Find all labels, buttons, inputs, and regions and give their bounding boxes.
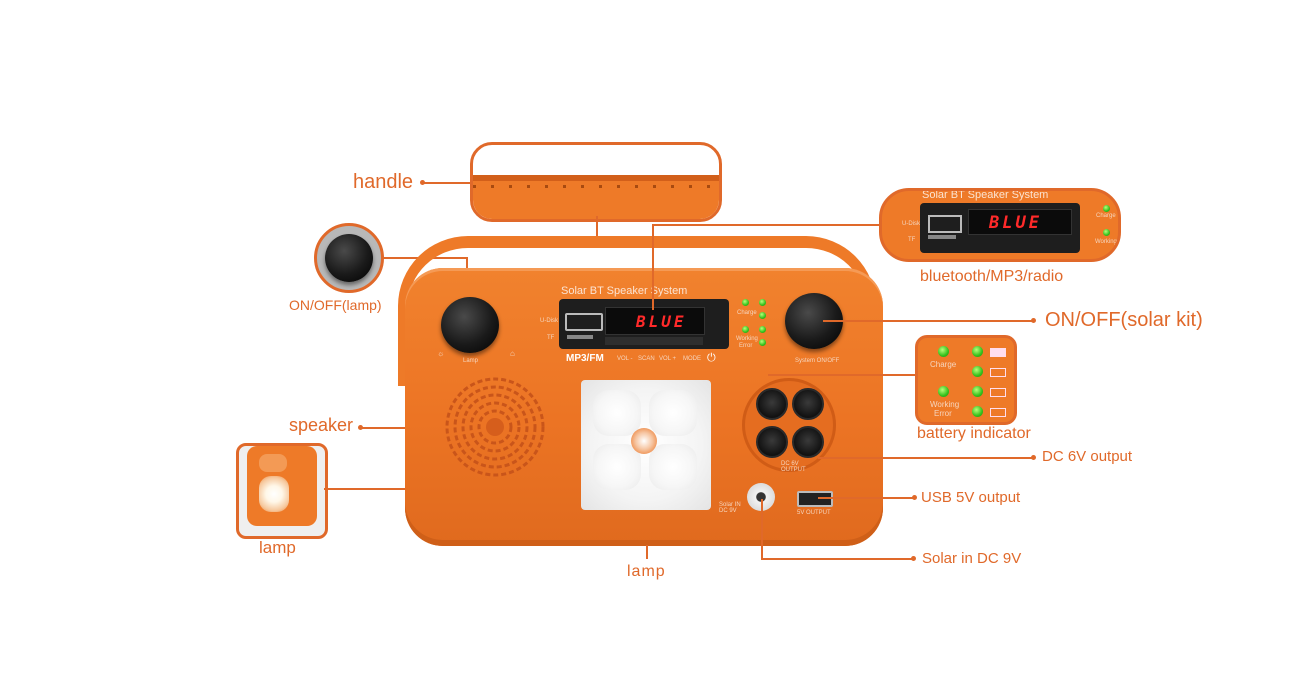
lamp-high-icon: ⌂: [510, 349, 515, 358]
working-led-1: [742, 326, 749, 333]
charge-led-3: [759, 312, 766, 319]
tf-label: TF: [547, 335, 555, 341]
zoom-lcd-text: BLUE: [989, 213, 1042, 233]
lamp-knob-zoom: [314, 223, 384, 293]
solar-in-label: Solar IN DC 9V: [719, 502, 741, 514]
working-led-2: [759, 326, 766, 333]
battery-zoom: Charge Working Error: [915, 335, 1017, 425]
lamp-knob-label: Lamp: [463, 358, 479, 364]
dc-socket-3[interactable]: [756, 426, 788, 458]
vol-plus-label: VOL +: [659, 356, 676, 362]
dc-socket-1[interactable]: [756, 388, 788, 420]
solar-in-callout-label: Solar in DC 9V: [922, 550, 1022, 567]
on-off-solar-label: ON/OFF(solar kit): [1045, 309, 1203, 331]
error-label: Error: [739, 343, 753, 349]
on-off-lamp-label: ON/OFF(lamp): [289, 297, 382, 313]
usb-port[interactable]: [797, 491, 833, 507]
lamp-knob[interactable]: [441, 297, 499, 353]
lcd-text: BLUE: [636, 312, 687, 331]
tf-slot[interactable]: [567, 335, 593, 339]
scan-label: SCAN: [638, 356, 655, 362]
vol-minus-label: VOL -: [617, 356, 633, 362]
lamp-center-led: [631, 428, 657, 454]
power-icon: ⏻: [707, 352, 716, 364]
speaker-label: speaker: [289, 415, 354, 435]
usb-output-label: USB 5V output: [921, 489, 1021, 506]
handle-leader: [422, 182, 470, 184]
handle-zoom: [470, 142, 722, 222]
dc-output-label: DC 6V output: [1042, 448, 1133, 465]
charge-led-2: [759, 299, 766, 306]
dc-out-label: DC 6V OUTPUT: [781, 461, 806, 473]
bluetooth-label: bluetooth/MP3/radio: [920, 268, 1064, 285]
mode-label: MODE: [683, 356, 701, 362]
udisk-label: U-Disk: [540, 318, 558, 324]
lamp-bottom-label: lamp: [627, 563, 666, 580]
battery-indicator-label: battery indicator: [917, 425, 1031, 442]
working-label: Working: [736, 336, 758, 342]
lamp-low-icon: ☼: [437, 349, 445, 358]
handle-label: handle: [353, 171, 414, 193]
usb-slot[interactable]: [565, 313, 603, 331]
media-panel: BLUE: [559, 299, 729, 349]
dc-socket-2[interactable]: [792, 388, 824, 420]
lamp-side-zoom: [236, 443, 328, 539]
bluetooth-zoom: Solar BT Speaker System BLUE U-Disk TF C…: [879, 188, 1121, 262]
panel-title: Solar BT Speaker System: [561, 285, 688, 297]
usb-out-label: 5V OUTPUT: [797, 510, 831, 516]
lamp-panel: [581, 380, 711, 510]
panel-buttons[interactable]: [605, 337, 703, 345]
working-led-3: [759, 339, 766, 346]
dc-socket-4[interactable]: [792, 426, 824, 458]
charge-label: Charge: [737, 310, 757, 316]
speaker-grille: [445, 377, 545, 477]
lcd-display: BLUE: [605, 307, 705, 335]
system-knob-label: System ON/OFF: [795, 358, 840, 364]
mp3-label: MP3/FM: [566, 353, 604, 364]
charge-led-1: [742, 299, 749, 306]
dc-output-plate: [742, 378, 836, 472]
lamp-left-label: lamp: [259, 538, 296, 557]
